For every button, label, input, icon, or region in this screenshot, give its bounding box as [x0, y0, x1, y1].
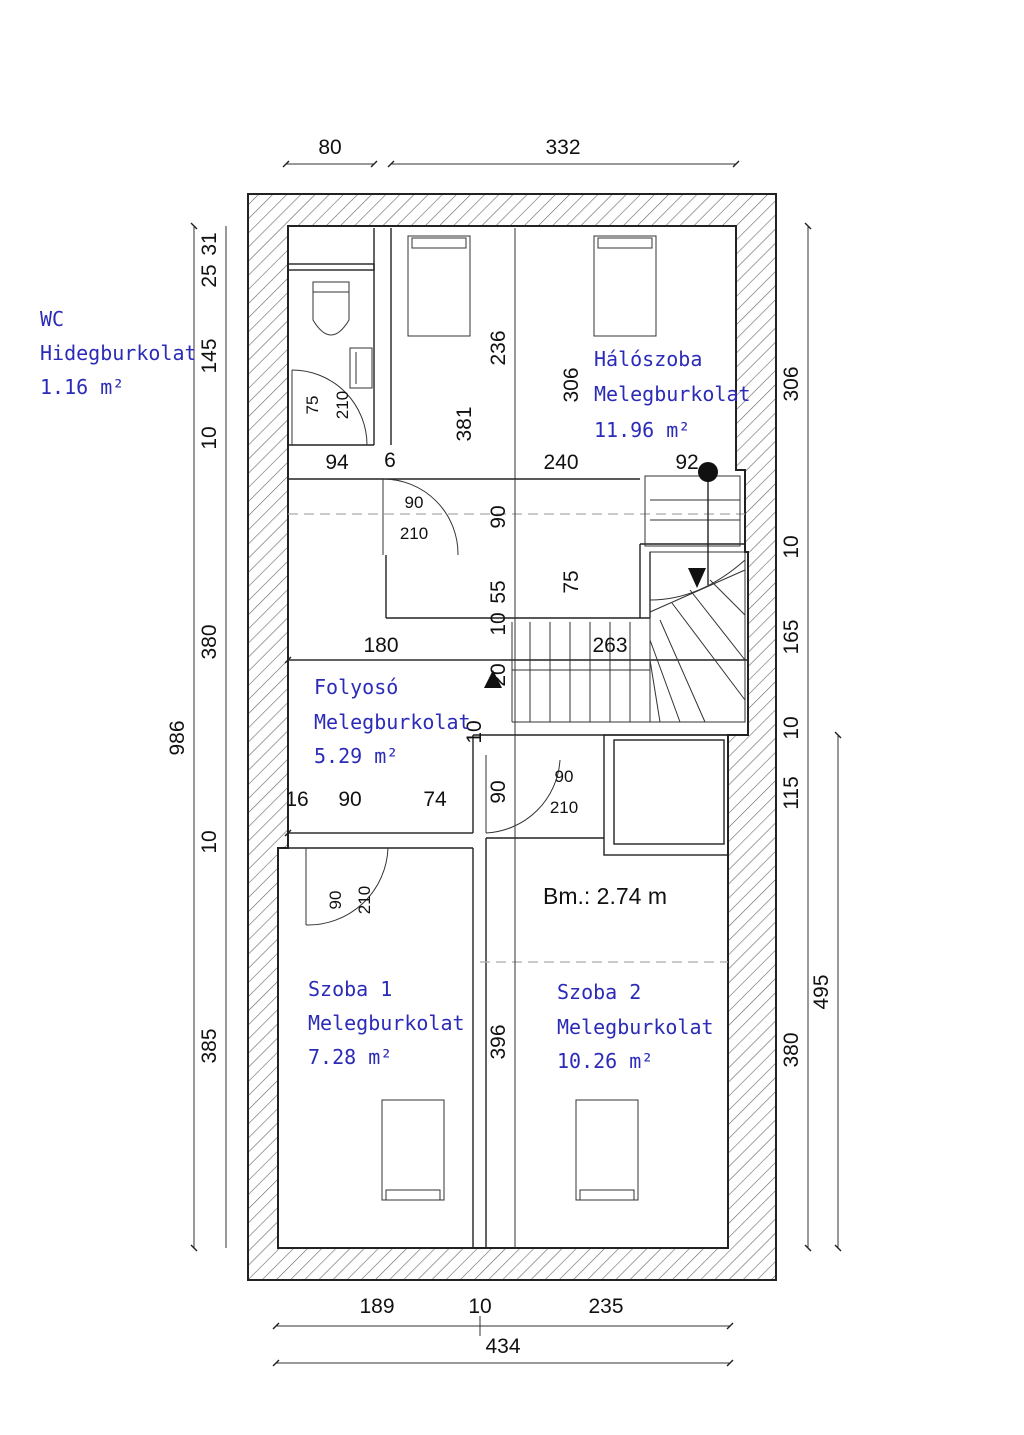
dim-left-25: 25: [198, 264, 221, 287]
room-haloszoba-floor: Melegburkolat: [594, 382, 751, 406]
dim-top-332: 332: [545, 136, 580, 159]
door-bedroom-width: 90: [405, 493, 424, 512]
dim-263: 263: [592, 634, 627, 657]
staircase: [484, 462, 746, 723]
dim-left-145: 145: [198, 338, 221, 373]
interior-walls: [278, 228, 748, 1248]
dim-left-986: 986: [166, 720, 189, 755]
room-szoba1-name: Szoba 1: [308, 977, 392, 1001]
dim-right-10b: 10: [780, 716, 803, 739]
toilet-icon: [312, 281, 350, 336]
dim-90a: 90: [487, 505, 510, 528]
dim-396: 396: [487, 1024, 510, 1059]
door-room1-height: 210: [355, 886, 374, 914]
dim-right-380: 380: [780, 1032, 803, 1067]
fixtures: [312, 235, 657, 1201]
dim-top-80: 80: [318, 136, 341, 159]
room-folyoso-name: Folyosó: [314, 675, 398, 699]
dimension-lines: [190, 160, 842, 1367]
dim-180: 180: [363, 634, 398, 657]
room-szoba2-floor: Melegburkolat: [557, 1015, 714, 1039]
room-szoba2-area: 10.26 m²: [557, 1049, 653, 1073]
dim-90c: 90: [487, 780, 510, 803]
dim-74: 74: [423, 788, 447, 811]
dim-left-380: 380: [198, 624, 221, 659]
bed-icon: [407, 235, 471, 337]
door-room1-width: 90: [326, 891, 345, 910]
dim-20: 20: [487, 663, 510, 686]
dim-236: 236: [487, 330, 510, 365]
dim-right-115: 115: [780, 776, 803, 809]
dim-right-495: 495: [810, 974, 833, 1009]
dim-bottom-10: 10: [468, 1295, 491, 1318]
dim-left-10a: 10: [198, 426, 221, 449]
dim-10d: 10: [463, 720, 486, 743]
dim-right-306: 306: [780, 366, 803, 401]
door-swings: [291, 369, 561, 926]
room-szoba2-name: Szoba 2: [557, 980, 641, 1004]
dim-55: 55: [487, 580, 510, 603]
dim-bottom-189: 189: [359, 1295, 394, 1318]
dim-306: 306: [560, 367, 583, 402]
door-wc-height: 210: [333, 391, 352, 419]
dim-right-10a: 10: [780, 535, 803, 558]
bed-icon: [575, 1099, 639, 1201]
bed-icon: [381, 1099, 445, 1201]
dim-left-31: 31: [198, 232, 221, 255]
dim-10c: 10: [487, 612, 510, 635]
dim-6: 6: [384, 449, 396, 472]
slope-lines: [288, 513, 745, 963]
dimension-labels: 80 332 31 25 145 10 380 986 10 385 306 1…: [166, 136, 833, 1358]
dim-16: 16: [285, 788, 308, 811]
dim-bottom-434: 434: [485, 1335, 520, 1358]
dim-bottom-235: 235: [588, 1295, 623, 1318]
room-wc-name: WC: [40, 307, 64, 331]
door-labels: 75 210 90 210 90 210 90 210: [303, 391, 578, 914]
dim-75: 75: [560, 570, 583, 593]
door-wc-width: 75: [303, 396, 322, 415]
room-szoba1-area: 7.28 m²: [308, 1045, 392, 1069]
dim-right-165: 165: [780, 619, 803, 654]
room-wc-floor: Hidegburkolat: [40, 341, 197, 365]
dim-left-385: 385: [198, 1028, 221, 1063]
dim-381: 381: [453, 406, 476, 441]
room-szoba1-floor: Melegburkolat: [308, 1011, 465, 1035]
sink-icon: [349, 347, 373, 389]
door-room2-width: 90: [555, 767, 574, 786]
dim-94: 94: [325, 451, 349, 474]
room-folyoso-area: 5.29 m²: [314, 744, 398, 768]
door-bedroom-height: 210: [400, 524, 428, 543]
room-wc-area: 1.16 m²: [40, 375, 124, 399]
dim-92: 92: [675, 451, 698, 474]
bed-icon: [593, 235, 657, 337]
ceiling-height-label: Bm.: 2.74 m: [543, 883, 667, 909]
room-haloszoba-area: 11.96 m²: [594, 418, 690, 442]
door-room2-height: 210: [550, 798, 578, 817]
dim-left-10b: 10: [198, 830, 221, 853]
room-haloszoba-name: Hálószoba: [594, 347, 702, 371]
room-folyoso-floor: Melegburkolat: [314, 710, 471, 734]
dim-90b: 90: [338, 788, 361, 811]
dim-240: 240: [543, 451, 578, 474]
room-labels: WC Hidegburkolat 1.16 m² Hálószoba Meleg…: [40, 307, 751, 1073]
